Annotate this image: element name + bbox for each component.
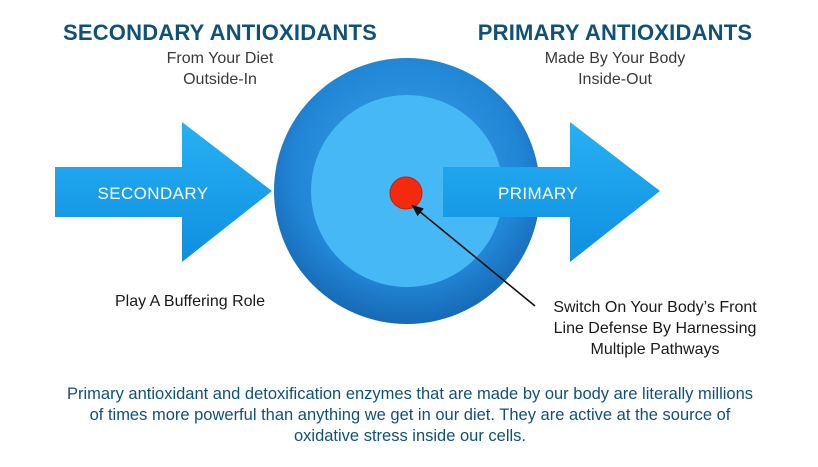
secondary-heading: SECONDARY ANTIOXIDANTS bbox=[62, 20, 378, 45]
secondary-arrow-shape bbox=[55, 122, 272, 262]
callout-text-line1: Switch On Your Body’s Front bbox=[553, 299, 757, 316]
callout-text-line3: Multiple Pathways bbox=[590, 341, 720, 358]
primary-arrow-label: PRIMARY bbox=[498, 184, 578, 203]
secondary-arrow-label: SECONDARY bbox=[98, 184, 209, 203]
secondary-subtitle-line1: From Your Diet bbox=[166, 50, 274, 67]
footer-paragraph: Primary antioxidant and detoxification e… bbox=[67, 385, 753, 445]
primary-subtitle-line2: Inside-Out bbox=[578, 71, 652, 88]
buffering-role-note: Play A Buffering Role bbox=[114, 293, 266, 310]
primary-heading: PRIMARY ANTIOXIDANTS bbox=[477, 20, 753, 45]
callout-pointer-line bbox=[411, 204, 536, 307]
secondary-subtitle-line2: Outside-In bbox=[183, 71, 257, 88]
core-dot bbox=[389, 176, 423, 210]
primary-subtitle-line1: Made By Your Body bbox=[544, 50, 686, 67]
primary-arrow-shape bbox=[443, 122, 660, 262]
callout-text-line2: Line Defense By Harnessing bbox=[553, 320, 757, 337]
